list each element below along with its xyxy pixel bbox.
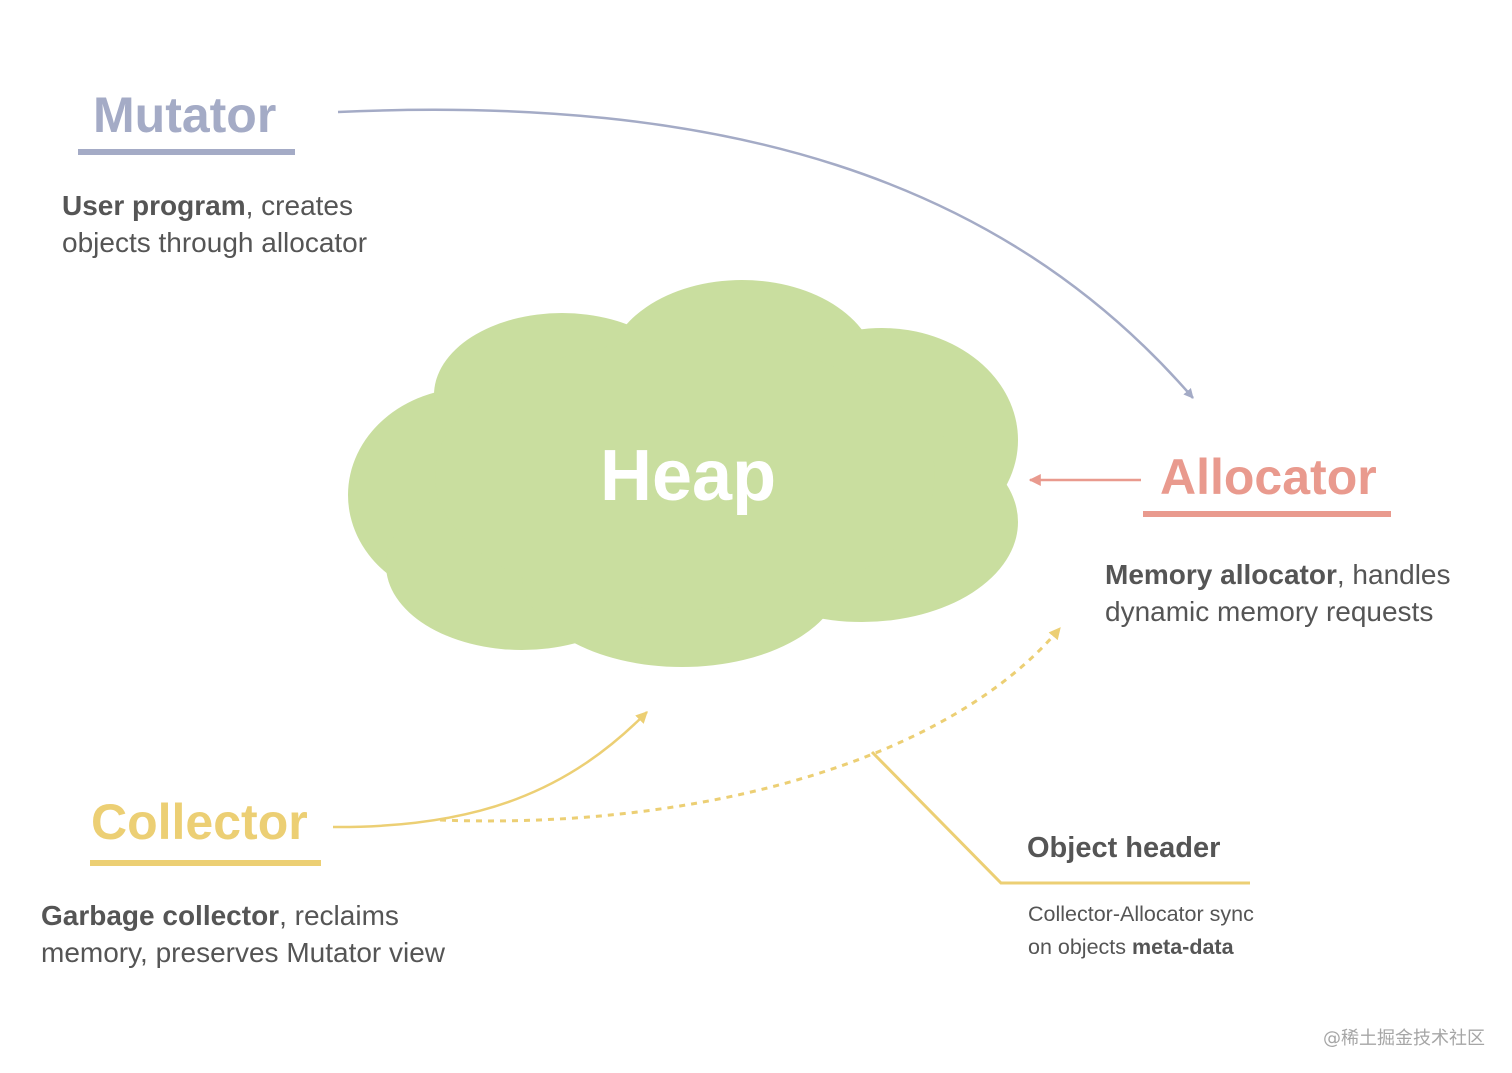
object-header-line2-bold: meta-data (1131, 935, 1234, 959)
object-header-leader-line (870, 750, 1250, 885)
mutator-desc-rest: , creates (245, 190, 354, 221)
allocator-desc-line2: dynamic memory requests (1105, 596, 1434, 627)
allocator-desc-rest: , handles (1336, 559, 1451, 590)
mutator-title: Mutator (93, 87, 277, 143)
collector-title: Collector (91, 794, 308, 850)
collector-description: Garbage collector, reclaims memory, pres… (41, 897, 445, 971)
mutator-description: User program, creates objects through al… (62, 187, 367, 261)
collector-underline (90, 860, 321, 866)
allocator-desc-bold: Memory allocator (1105, 559, 1337, 590)
object-header-line1: Collector-Allocator sync (1028, 902, 1254, 926)
object-header-line2-prefix: on objects (1028, 935, 1132, 959)
mutator-to-allocator-arrow (337, 108, 1194, 399)
allocator-description: Memory allocator, handles dynamic memory… (1105, 556, 1451, 630)
mutator-desc-bold: User program (62, 190, 246, 221)
collector-desc-bold: Garbage collector (41, 900, 280, 931)
object-header-description: Collector-Allocator sync on objects meta… (1028, 898, 1254, 964)
collector-desc-rest: , reclaims (279, 900, 399, 931)
allocator-underline (1143, 511, 1391, 517)
watermark: @稀土掘金技术社区 (1323, 1028, 1485, 1049)
mutator-desc-line2: objects through allocator (62, 227, 368, 258)
collector-desc-line2: memory, preserves Mutator view (41, 937, 446, 968)
object-header-title: Object header (1027, 832, 1221, 864)
mutator-underline (78, 149, 295, 155)
collector-to-heap-arrow (332, 711, 648, 829)
heap-cloud (348, 280, 1018, 667)
allocator-title: Allocator (1160, 449, 1377, 505)
collector-to-allocator-dashed-arrow (439, 627, 1062, 823)
heap-label: Heap (600, 436, 777, 516)
